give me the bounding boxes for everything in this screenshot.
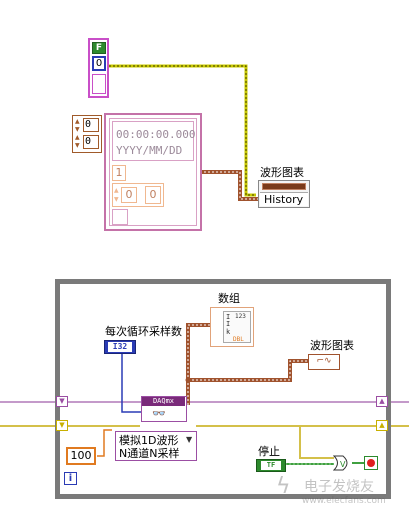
- index-arrows[interactable]: ▲▼▲▼: [75, 118, 80, 149]
- read-mode-line1: 模拟1D波形: [119, 434, 179, 447]
- waveform-inner: 00:00:00.000 YYYY/MM/DD 1 ▲▼ 0 0: [109, 118, 197, 226]
- while-loop[interactable]: [55, 279, 391, 499]
- chart-ref-icon: [262, 183, 306, 190]
- iteration-terminal: i: [64, 472, 77, 485]
- attributes-box[interactable]: [112, 209, 128, 225]
- index-top[interactable]: 0: [83, 118, 99, 132]
- chevron-down-icon[interactable]: ▼: [186, 435, 193, 444]
- timestamp-date: YYYY/MM/DD: [116, 144, 183, 157]
- y-array[interactable]: ▲▼ 0 0: [112, 183, 164, 207]
- chart-property-node[interactable]: History: [258, 180, 310, 208]
- history-property[interactable]: History: [260, 192, 308, 206]
- stop-sign-icon: [367, 459, 375, 467]
- read-mode-selector[interactable]: 模拟1D波形 N通道N采样 ▼: [115, 431, 197, 461]
- daqmx-title: DAQmx: [142, 397, 185, 406]
- error-tunnel-left: ▼: [56, 420, 68, 431]
- stop-tf: TF: [261, 461, 281, 470]
- watermark-url: www.elecfans.com: [302, 496, 386, 506]
- color-swatch: [92, 74, 106, 94]
- numeric-value[interactable]: 0: [92, 56, 106, 71]
- error-tunnel-right: ▲: [376, 420, 388, 431]
- waveform-array-constant[interactable]: 00:00:00.000 YYYY/MM/DD 1 ▲▼ 0 0: [104, 113, 202, 231]
- tf-indicator: F: [92, 42, 106, 54]
- y-array-index[interactable]: 0: [121, 187, 137, 203]
- boolean-cluster-constant[interactable]: F 0: [88, 38, 109, 98]
- stop-button-terminal[interactable]: TF: [256, 459, 286, 472]
- const-100-wire: [97, 429, 112, 457]
- samples-wire: [121, 353, 142, 413]
- dt-field[interactable]: 1: [112, 165, 126, 181]
- array-index-display: ▲▼▲▼ 0 0: [72, 115, 102, 153]
- lightning-icon: ϟ: [276, 474, 291, 499]
- samples-control[interactable]: I32: [104, 340, 136, 354]
- watermark-logo: ϟ 电子发烧友 www.elecfans.com: [276, 472, 400, 512]
- or-gate-icon: V: [333, 455, 348, 471]
- array-type-label: DBL: [233, 336, 244, 343]
- task-tunnel-left: ▼: [56, 396, 68, 407]
- y-array-value[interactable]: 0: [145, 186, 161, 204]
- daqmx-read-node[interactable]: DAQmx 👓: [141, 396, 187, 422]
- watermark-text: 电子发烧友: [304, 479, 374, 495]
- samples-type: I32: [108, 342, 132, 352]
- constant-100[interactable]: 100: [66, 447, 96, 465]
- stop-label: 停止: [258, 445, 280, 458]
- waveform-chart-terminal[interactable]: ⌐∿: [308, 354, 340, 370]
- waveform-icon: ⌐∿: [316, 356, 332, 366]
- array-indicator[interactable]: I 123 I k DBL: [210, 307, 254, 347]
- waveform-chart-label: 波形图表: [310, 339, 354, 352]
- svg-text:V: V: [340, 460, 346, 469]
- task-tunnel-right: ▲: [376, 396, 388, 407]
- array-indicator-label: 数组: [218, 292, 240, 305]
- stop-condition-terminal: [364, 456, 378, 470]
- index-bottom[interactable]: 0: [83, 135, 99, 149]
- timestamp-time: 00:00:00.000: [116, 128, 196, 141]
- read-mode-line2: N通道N采样: [119, 447, 180, 460]
- samples-label: 每次循环采样数: [105, 325, 182, 338]
- chart-property-label: 波形图表: [260, 166, 304, 179]
- read-glasses-icon: 👓: [152, 407, 166, 420]
- timestamp-box[interactable]: 00:00:00.000 YYYY/MM/DD: [112, 121, 196, 161]
